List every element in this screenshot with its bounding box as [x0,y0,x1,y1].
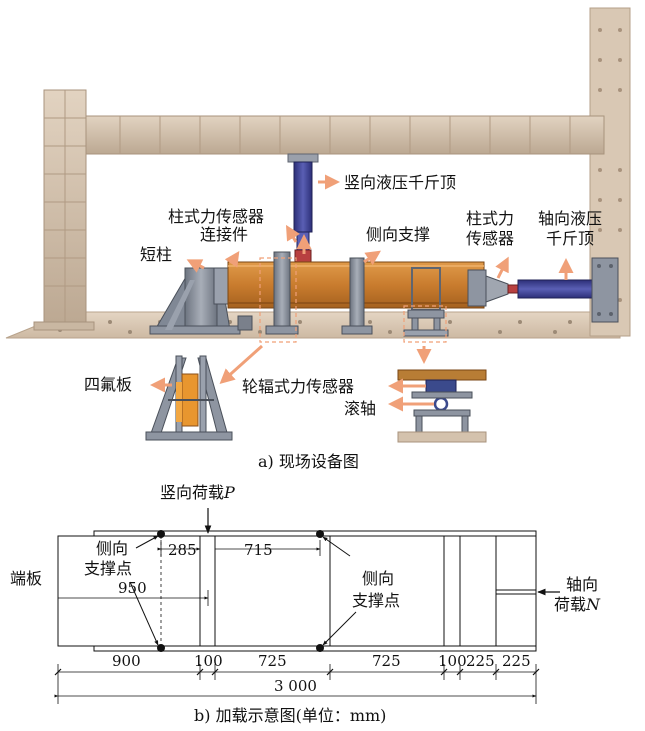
label-short-column: 短柱 [140,245,172,264]
reaction-wall-holes [598,28,622,302]
dim-100-a: 100 [194,652,223,670]
caption-b: b) 加载示意图(单位：mm) [194,706,386,725]
roller-support [403,267,449,337]
lateral-point [316,644,324,652]
label-vertical-load: 竖向荷载P [160,483,235,502]
lateral-point [157,644,165,652]
short-column [149,267,241,335]
label-axial-load-1: 轴向 [566,575,598,594]
label-vertical-jack: 竖向液压千斤顶 [344,173,456,192]
reaction-beam [85,115,605,155]
dim-total: 3 000 [274,677,317,695]
label-axial-jack-1: 轴向液压 [538,209,602,228]
label-column-sensor-left: 柱式力传感器 [168,207,264,226]
ptfe-inset [145,355,233,441]
axial-hydraulic-jack [517,279,597,299]
label-spoke-sensor: 轮辐式力传感器 [242,377,354,396]
label-column-sensor-right-2: 传感器 [466,229,514,248]
label-ptfe-plate: 四氟板 [84,375,132,394]
label-lateral-point-left-2: 支撑点 [84,559,132,578]
equipment-render: 竖向液压千斤顶 柱式力传感器 连接件 短柱 侧向支撑 柱式力 传感器 轴向液压 … [5,7,631,471]
caption-a: a) 现场设备图 [258,452,359,471]
dim-285: 285 [168,541,197,559]
dim-725-b: 725 [372,652,401,670]
lateral-supports [237,251,373,335]
vertical-hydraulic-jack [293,161,313,233]
label-column-sensor-right-1: 柱式力 [466,209,514,228]
label-axial-jack-2: 千斤顶 [546,229,594,248]
label-lateral-support: 侧向支撑 [366,225,430,244]
dim-900: 900 [112,652,141,670]
roller-inset [397,369,487,443]
dim-225-b: 225 [502,652,531,670]
label-end-plate: 端板 [10,569,42,588]
diagram-labels: 竖向荷载P 端板 侧向 支撑点 侧向 支撑点 轴向 荷载N 285 715 95… [10,483,601,725]
dim-225-a: 225 [466,652,495,670]
label-axial-load-2: 荷载N [554,595,601,614]
dim-715: 715 [244,541,273,559]
dim-100-b: 100 [438,652,467,670]
label-roller: 滚轴 [344,399,376,418]
label-lateral-point-left-1: 侧向 [96,539,128,558]
label-arrows [150,174,574,412]
label-lateral-point-right-2: 支撑点 [352,591,400,610]
dim-950: 950 [118,579,147,597]
ptfe-detail-box [259,257,297,343]
strong-floor [5,311,621,339]
lateral-point [316,530,324,538]
loading-diagram [54,508,560,704]
roller-detail-box [403,305,447,343]
lateral-point [157,530,165,538]
label-connector: 连接件 [200,225,248,244]
dim-725-a: 725 [258,652,287,670]
label-lateral-point-right-1: 侧向 [362,569,394,588]
